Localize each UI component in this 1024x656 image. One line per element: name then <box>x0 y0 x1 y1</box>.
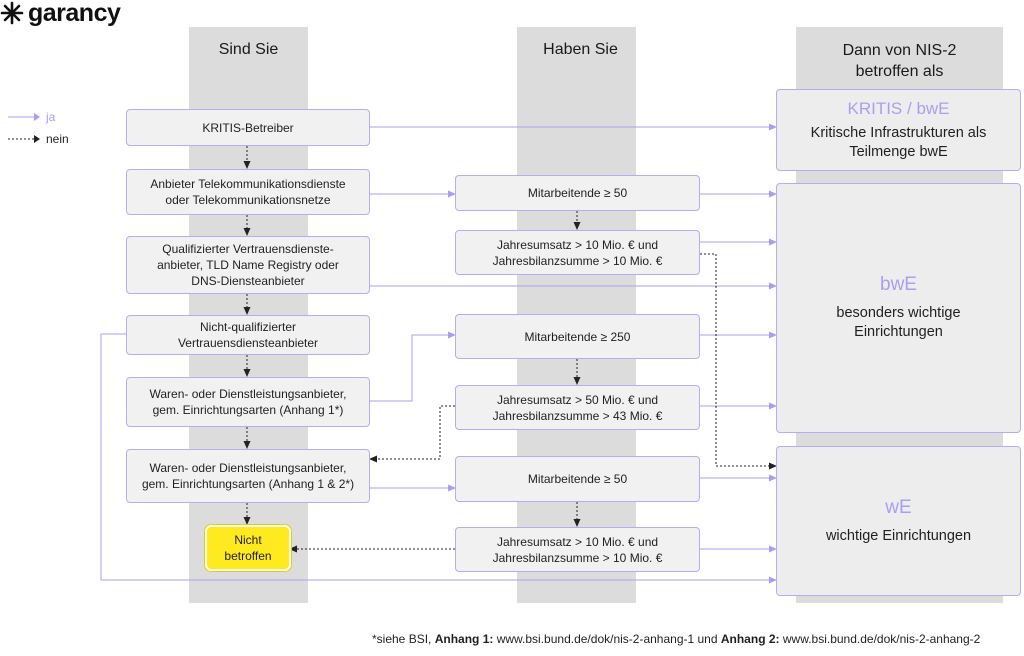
box-waren1-line2: gem. Einrichtungsarten (Anhang 1*) <box>152 403 344 417</box>
legend-dashed-arrow-icon <box>8 135 40 143</box>
box-mitarbeitende-250: Mitarbeitende ≥ 250 <box>455 314 700 359</box>
box-qualifizierter-vertrauensdienst: Qualifizierter Vertrauensdienste- anbiet… <box>126 236 370 294</box>
box-jahresumsatz-50: Jahresumsatz > 50 Mio. € und Jahresbilan… <box>455 385 700 430</box>
footer-note: *siehe BSI, Anhang 1: www.bsi.bund.de/do… <box>372 632 980 646</box>
yes-arrow-nqv <box>100 333 777 584</box>
box-kritis-betreiber-label: KRITIS-Betreiber <box>202 120 294 135</box>
brand-logo: garancy <box>0 0 121 27</box>
box-ma50a-label: Mitarbeitende ≥ 50 <box>527 186 628 200</box>
box-qvda-line3: DNS-Diensteanbieter <box>191 274 305 288</box>
box-telekommunikation-line2: oder Telekommunikationsnetze <box>165 193 331 207</box>
box-mitarbeitende-50-b: Mitarbeitende ≥ 50 <box>455 456 700 502</box>
box-qvda-line1: Qualifizierter Vertrauensdienste- <box>162 242 334 256</box>
box-mitarbeitende-50-a: Mitarbeitende ≥ 50 <box>455 175 700 211</box>
result-kritis-desc-line2: Teilmenge bwE <box>849 144 948 160</box>
result-bwe-title: bwE <box>880 274 917 295</box>
box-telekommunikation-line1: Anbieter Telekommunikationsdienste <box>150 177 346 191</box>
footer-anhang2-url: www.bsi.bund.de/dok/nis-2-anhang-2 <box>779 632 981 646</box>
footer-prefix: *siehe BSI, <box>372 632 435 646</box>
column-header-haben-sie: Haben Sie <box>543 41 618 58</box>
yes-arrow-waren1 <box>370 331 456 402</box>
box-waren2-line1: Waren- oder Dienstleistungsanbieter, <box>149 461 347 475</box>
box-ums2-line2: Jahresbilanzsumme > 43 Mio. € <box>492 408 663 423</box>
box-waren2-line2: gem. Einrichtungsarten (Anhang 1 & 2*) <box>141 477 355 491</box>
box-waren-anhang1-2: Waren- oder Dienstleistungsanbieter, gem… <box>126 449 370 503</box>
legend-yes: ja <box>8 110 55 124</box>
box-ums1-line1: Jahresumsatz > 10 Mio. € und <box>496 237 659 252</box>
box-ums1-line2: Jahresbilanzsumme > 10 Mio. € <box>492 253 663 268</box>
garancy-star-icon <box>0 1 24 25</box>
box-nicht-line2: betroffen <box>224 549 272 563</box>
box-qvda-line2: anbieter, TLD Name Registry oder <box>157 258 339 272</box>
box-nqv-line1: Nicht-qualifizierter <box>199 320 297 334</box>
legend-no-label: nein <box>46 132 69 146</box>
result-we-desc: wichtige Einrichtungen <box>825 527 972 544</box>
no-arrow-ums1 <box>700 253 777 470</box>
box-nicht-betroffen: Nicht betroffen <box>205 525 291 571</box>
result-kritis-title: KRITIS / bwE <box>847 99 950 118</box>
column-header-betroffen-line2: betroffen als <box>855 63 944 80</box>
box-ma250-label: Mitarbeitende ≥ 250 <box>524 329 631 344</box>
box-waren1-line1: Waren- oder Dienstleistungsanbieter, <box>149 387 347 401</box>
box-nicht-line1: Nicht <box>234 533 262 547</box>
column-header-betroffen: Dann von NIS-2 betroffen als <box>796 40 1003 82</box>
result-we-title: wE <box>885 496 912 518</box>
box-jahresumsatz-10-b: Jahresumsatz > 10 Mio. € und Jahresbilan… <box>455 527 700 572</box>
result-bwe-desc-line1: besonders wichtige <box>836 305 961 321</box>
box-telekommunikation: Anbieter Telekommunikationsdienste oder … <box>126 169 370 215</box>
result-bwe-desc-line2: Einrichtungen <box>854 324 943 340</box>
box-nicht-qualifiziert: Nicht-qualifizierter Vertrauensdienstean… <box>126 315 370 355</box>
result-kritis-desc: Kritische Infrastrukturen als Teilmenge … <box>811 124 987 162</box>
box-kritis-betreiber: KRITIS-Betreiber <box>126 109 370 146</box>
legend-yes-label: ja <box>46 110 56 124</box>
result-kritis-bwe: KRITIS / bwE Kritische Infrastrukturen a… <box>776 89 1021 171</box>
column-header-sind-sie: Sind Sie <box>218 41 279 58</box>
result-we: wE wichtige Einrichtungen <box>776 446 1021 596</box>
box-nqv-line2: Vertrauensdiensteanbieter <box>177 336 319 350</box>
box-ma50b-label: Mitarbeitende ≥ 50 <box>527 472 628 486</box>
box-ums3-line2: Jahresbilanzsumme > 10 Mio. € <box>492 550 663 565</box>
column-header-betroffen-line1: Dann von NIS-2 <box>842 42 957 59</box>
result-bwe: bwE besonders wichtige Einrichtungen <box>776 183 1021 433</box>
legend-no: nein <box>8 132 69 146</box>
footer-anhang1-url: www.bsi.bund.de/dok/nis-2-anhang-1 und <box>493 632 721 646</box>
result-kritis-desc-line1: Kritische Infrastrukturen als <box>810 125 987 141</box>
footer-anhang1-label: Anhang 1: <box>434 632 494 646</box>
legend-solid-arrow-icon <box>8 113 40 121</box>
footer-anhang2-label: Anhang 2: <box>720 632 780 646</box>
box-waren-anhang1: Waren- oder Dienstleistungsanbieter, gem… <box>126 377 370 427</box>
box-ums2-line1: Jahresumsatz > 50 Mio. € und <box>496 392 659 407</box>
box-jahresumsatz-10-a: Jahresumsatz > 10 Mio. € und Jahresbilan… <box>455 230 700 275</box>
result-bwe-desc: besonders wichtige Einrichtungen <box>836 304 960 342</box>
no-arrow-ums2 <box>369 405 455 463</box>
box-ums3-line1: Jahresumsatz > 10 Mio. € und <box>496 534 659 549</box>
brand-name: garancy <box>28 0 121 27</box>
